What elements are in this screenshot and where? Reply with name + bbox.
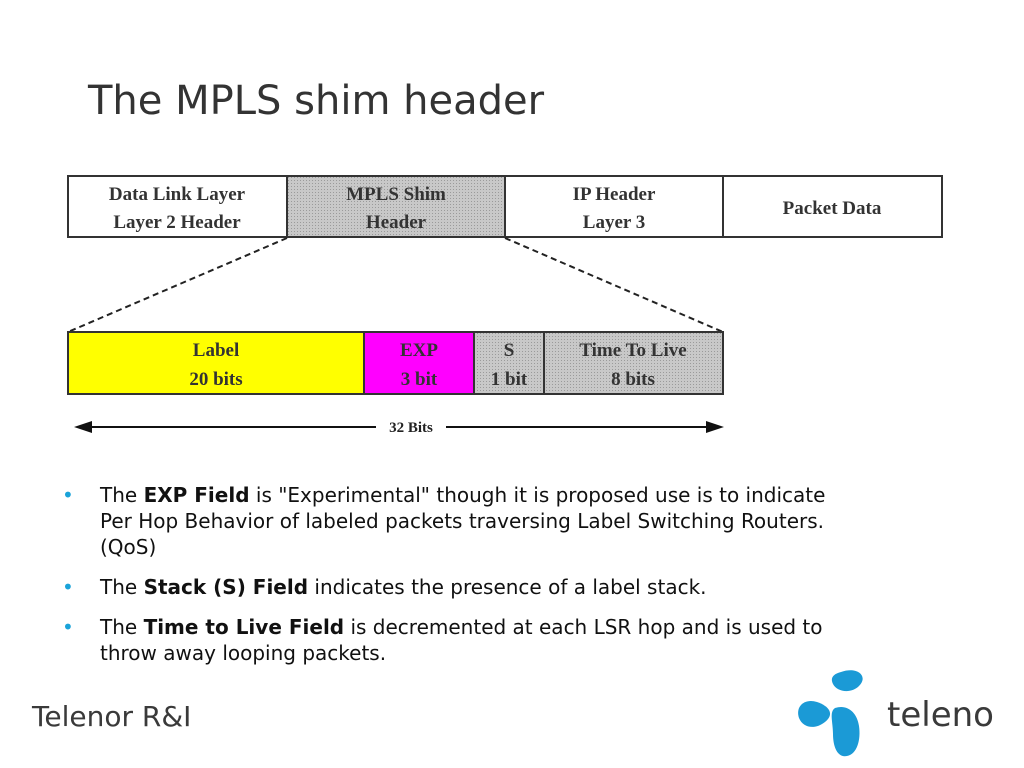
- data-link-label-2: Layer 2 Header: [113, 212, 241, 233]
- mpls-shim-label-2: Header: [366, 212, 427, 233]
- footer-label: Telenor R&I: [32, 700, 192, 733]
- telenor-propeller-icon: [798, 670, 863, 757]
- data-link-box: [67, 175, 288, 238]
- bullet-exp: •The EXP Field is "Experimental" though …: [62, 483, 826, 559]
- packet-data-box: [722, 175, 943, 238]
- page-title: The MPLS shim header: [88, 78, 545, 124]
- ip-header-label-2: Layer 3: [583, 212, 645, 233]
- width-arrow: 32 Bits: [74, 420, 724, 436]
- bullet-dot: •: [62, 483, 74, 507]
- bullet-stack: •The Stack (S) Field indicates the prese…: [62, 575, 707, 599]
- logo-wordmark: telenor: [887, 695, 995, 735]
- label-field-bits: 20 bits: [189, 369, 242, 390]
- bullet-list: •The EXP Field is "Experimental" though …: [62, 482, 842, 680]
- mpls-shim-box: [286, 175, 506, 238]
- shim-row: Label 20 bits EXP 3 bit S 1 bit Time To …: [67, 331, 724, 395]
- ttl-field-name: Time To Live: [579, 340, 686, 361]
- bullet-dot: •: [62, 615, 74, 639]
- exp-field-name: EXP: [400, 340, 438, 361]
- width-label: 32 Bits: [389, 420, 433, 436]
- bullet-dot: •: [62, 575, 74, 599]
- bullet-ttl: •The Time to Live Field is decremented a…: [62, 615, 823, 665]
- exp-field-box: [363, 331, 475, 395]
- telenor-logo: telenor: [798, 670, 995, 757]
- label-field-box: [67, 331, 365, 395]
- ip-header-box: [504, 175, 724, 238]
- mpls-diagram: Data Link Layer Layer 2 Header MPLS Shim…: [67, 175, 943, 436]
- s-field-bits: 1 bit: [491, 369, 528, 390]
- s-field-name: S: [504, 340, 515, 361]
- data-link-label-1: Data Link Layer: [109, 184, 246, 205]
- exp-field-bits: 3 bit: [401, 369, 438, 390]
- packet-row: Data Link Layer Layer 2 Header MPLS Shim…: [67, 175, 943, 238]
- mpls-shim-label-1: MPLS Shim: [346, 184, 446, 205]
- expand-line-right: [504, 237, 724, 333]
- label-field-name: Label: [193, 340, 239, 361]
- expand-line-left: [67, 237, 288, 333]
- packet-data-label: Packet Data: [783, 198, 882, 219]
- ip-header-label-1: IP Header: [573, 184, 656, 205]
- ttl-field-box: [543, 331, 724, 395]
- ttl-field-bits: 8 bits: [611, 369, 655, 390]
